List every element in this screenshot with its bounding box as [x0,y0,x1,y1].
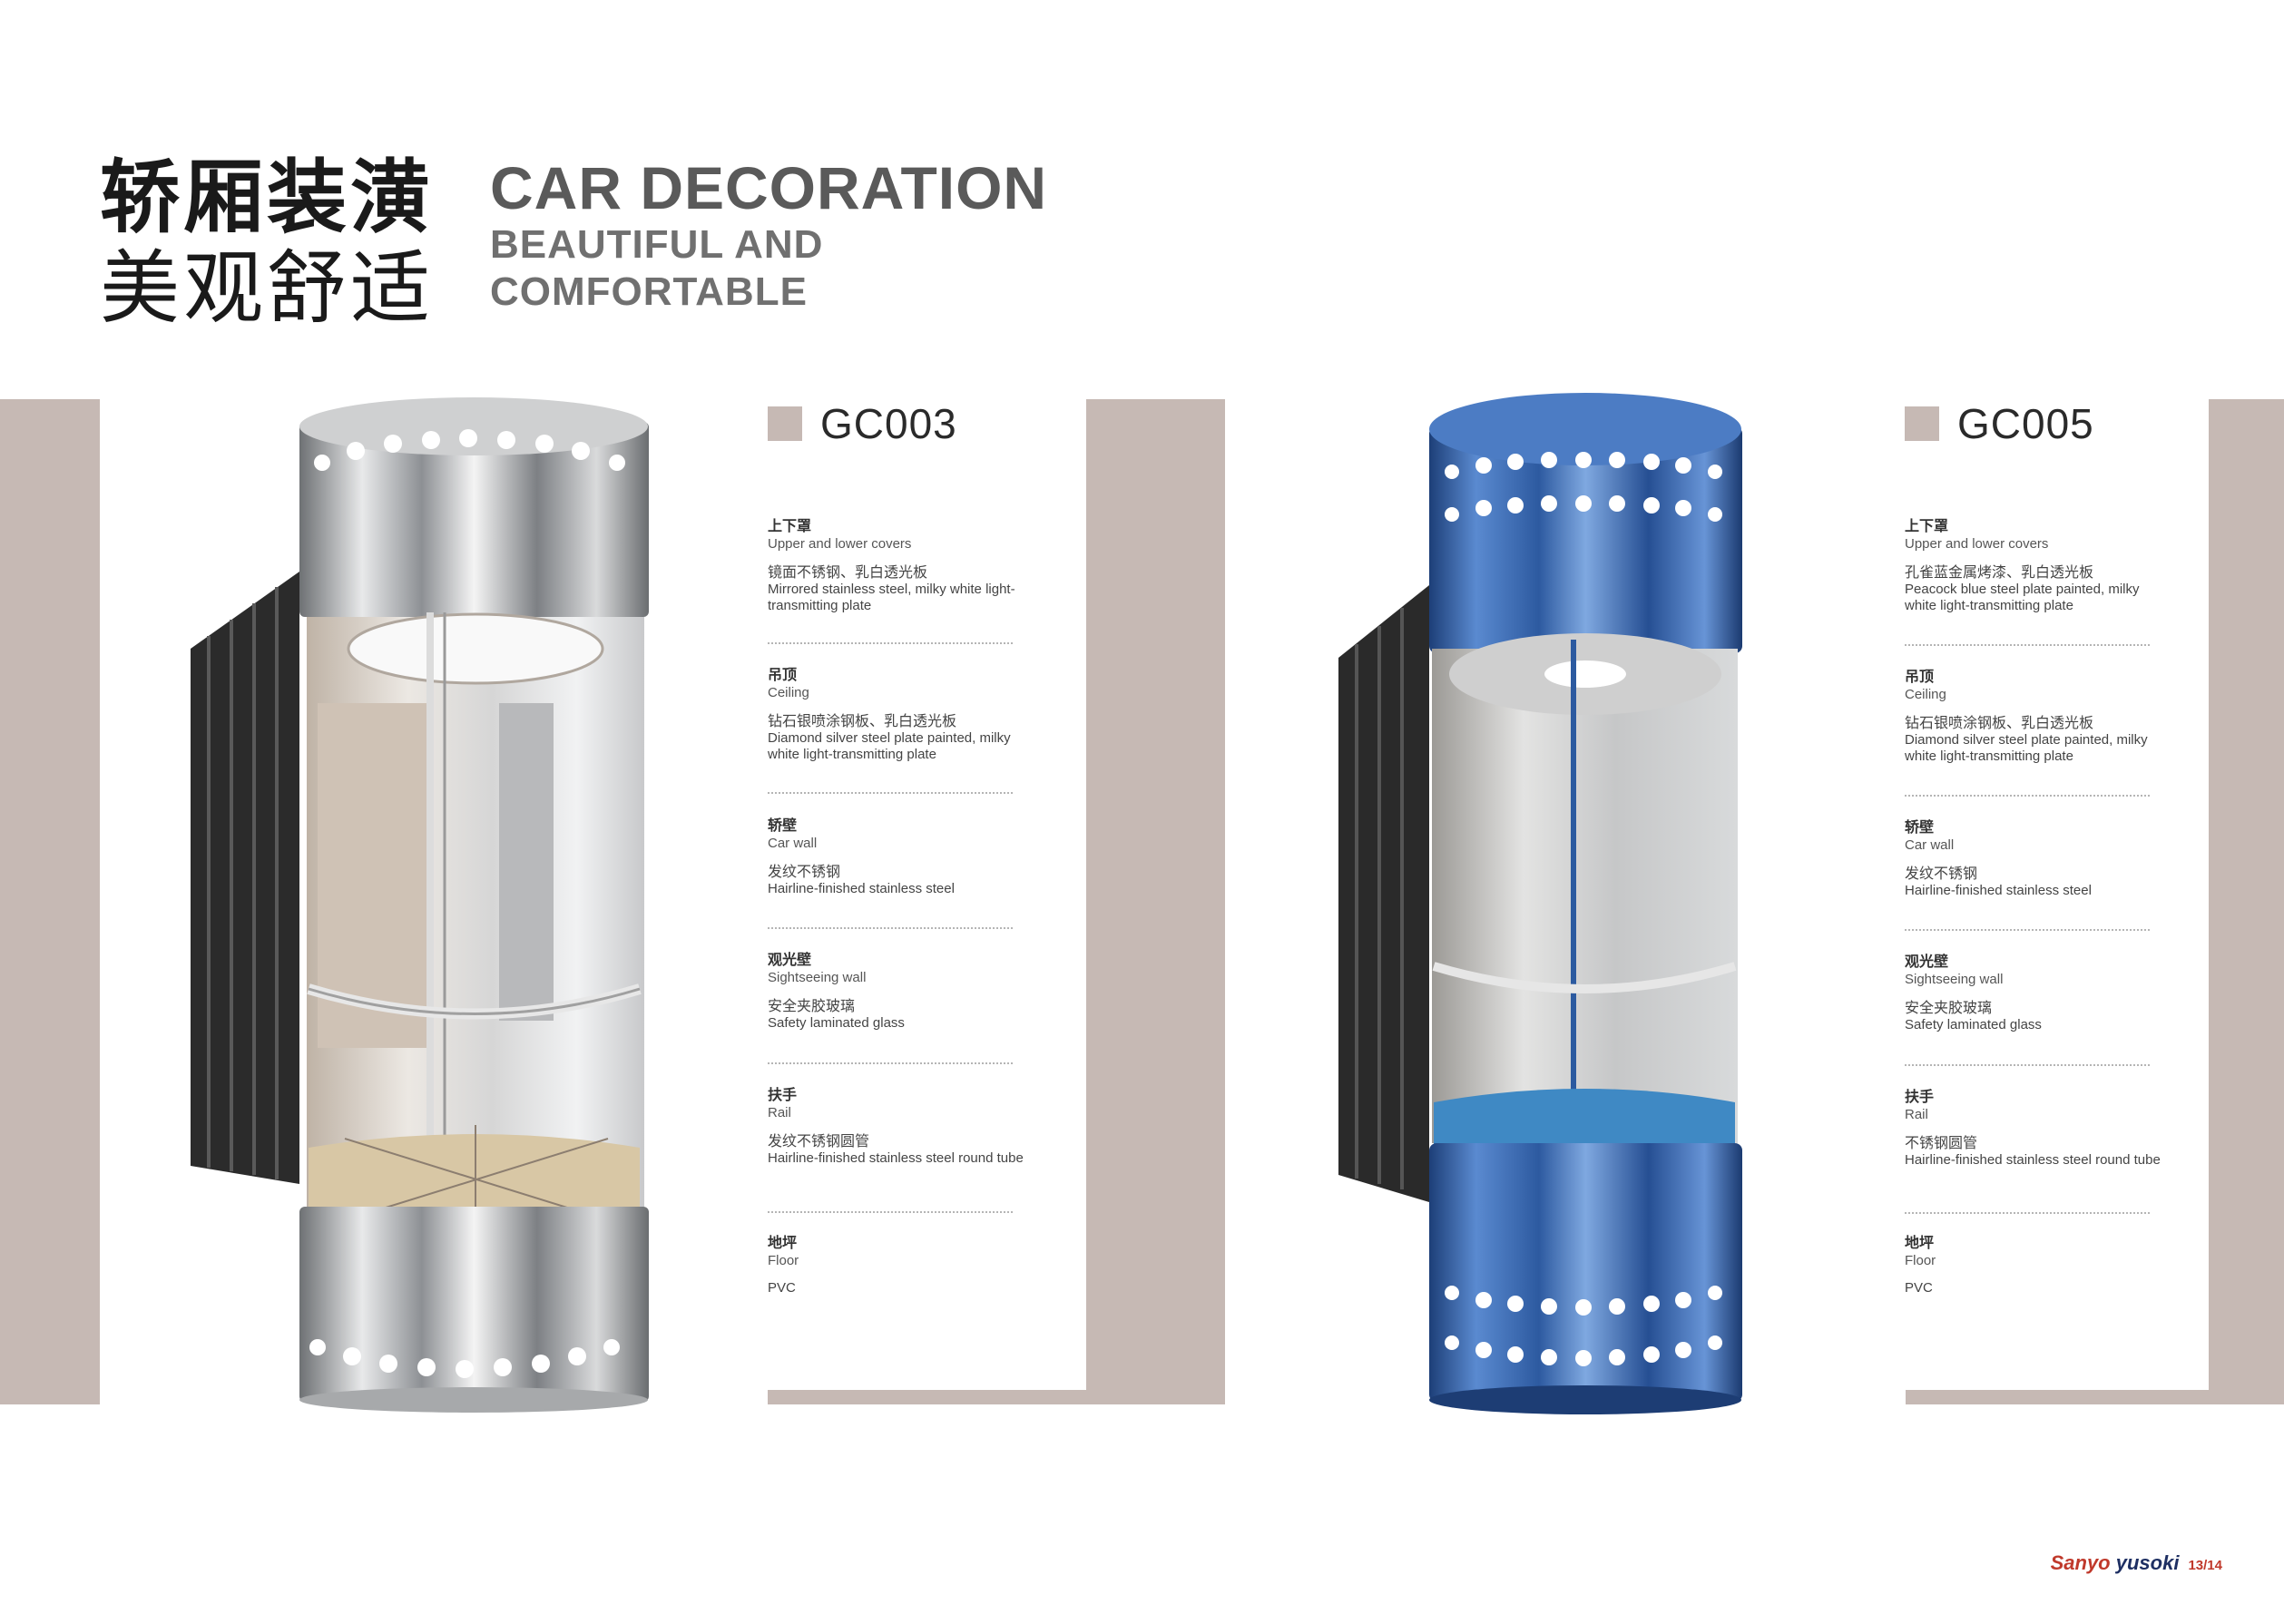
spec-label-cn: 上下罩 [1905,517,1949,534]
page-number: 13/14 [2188,1558,2222,1573]
divider [1905,795,2150,797]
spec-value-cn: 镜面不锈钢、乳白透光板 [768,563,928,581]
spec-upper-lower-covers: 上下罩 Upper and lower covers 孔雀蓝金属烤漆、乳白透光板… [1905,517,2177,614]
english-title-line2: BEAUTIFUL AND [490,222,824,267]
gc005-upper-cover [1429,426,1742,653]
chinese-title-line2: 美观舒适 [100,241,435,335]
spec-car-wall: 轿壁 Car wall 发纹不锈钢 Hairline-finished stai… [1905,818,2177,899]
spec-label-cn: 轿壁 [1905,818,1935,836]
english-title: CAR DECORATION BEAUTIFUL AND COMFORTABLE [490,154,1047,316]
divider [1905,644,2150,646]
gc003-lower-cover [299,1207,649,1402]
spec-label-cn: 轿壁 [768,817,798,834]
spec-sightseeing-wall: 观光壁 Sightseeing wall 安全夹胶玻璃 Safety lamin… [768,951,1040,1032]
spec-value-cn: 钻石银喷涂钢板、乳白透光板 [768,712,957,729]
spec-value-cn: 不锈钢圆管 [1905,1134,1978,1151]
model-code-marker [768,406,802,441]
english-title-line1: CAR DECORATION [490,154,1048,221]
spec-value-en: PVC [1905,1280,1933,1296]
spec-value-en: Hairline-finished stainless steel round … [768,1150,1024,1166]
spec-sightseeing-wall: 观光壁 Sightseeing wall 安全夹胶玻璃 Safety lamin… [1905,953,2177,1033]
spec-value-cn: 钻石银喷涂钢板、乳白透光板 [1905,714,2094,731]
english-title-line3: COMFORTABLE [490,269,808,314]
spec-label-cn: 观光壁 [768,951,812,968]
spec-value-en: Safety laminated glass [768,1015,905,1031]
divider [768,642,1013,644]
spec-label-en: Upper and lower covers [768,536,912,552]
spec-value-cn: 发纹不锈钢 [768,863,841,880]
spec-label-cn: 地坪 [768,1234,798,1251]
spec-label-en: Car wall [768,836,818,851]
gc003-spec-panel: GC003 上下罩 Upper and lower covers 镜面不锈钢、乳… [768,399,1040,1388]
spec-label-cn: 吊顶 [1905,668,1935,685]
spec-label-en: Rail [1905,1107,1928,1122]
model-code-text: GC003 [820,400,957,447]
spec-rail: 扶手 Rail 发纹不锈钢圆管 Hairline-finished stainl… [768,1086,1040,1167]
spec-value-en: Safety laminated glass [1905,1017,2042,1032]
spec-label-cn: 扶手 [768,1086,798,1103]
spec-floor: 地坪 Floor PVC [768,1234,1040,1296]
spec-value-cn: 孔雀蓝金属烤漆、乳白透光板 [1905,563,2094,581]
gc005-right-band [2209,399,2284,1404]
spec-label-cn: 吊顶 [768,666,798,683]
brand-logo-part2: yusoki [2115,1551,2180,1574]
spec-car-wall: 轿壁 Car wall 发纹不锈钢 Hairline-finished stai… [768,817,1040,897]
spec-label-en: Floor [1905,1253,1936,1268]
chinese-title-line1: 轿厢装潢 [100,151,435,244]
spec-value-cn: 安全夹胶玻璃 [768,997,856,1014]
gc005-lower-cover [1429,1143,1742,1402]
spec-label-cn: 上下罩 [768,517,812,534]
spec-upper-lower-covers: 上下罩 Upper and lower covers 镜面不锈钢、乳白透光板 M… [768,517,1040,614]
spec-value-cn: 发纹不锈钢 [1905,865,1978,882]
brand-logo: Sanyo yusoki [2051,1551,2180,1575]
divider [1905,929,2150,931]
gc005-model-code: GC005 [1905,399,2177,448]
divider [768,1062,1013,1064]
spec-label-cn: 观光壁 [1905,953,1949,970]
spec-ceiling: 吊顶 Ceiling 钻石银喷涂钢板、乳白透光板 Diamond silver … [1905,668,2177,765]
spec-value-en: Peacock blue steel plate painted, milky … [1905,582,2140,613]
divider [1905,1064,2150,1066]
gc005-spec-panel: GC005 上下罩 Upper and lower covers 孔雀蓝金属烤漆… [1905,399,2177,1388]
divider [768,1211,1013,1213]
spec-value-cn: 发纹不锈钢圆管 [768,1132,870,1150]
spec-label-en: Rail [768,1105,791,1120]
spec-label-en: Car wall [1905,837,1955,853]
spec-value-en: PVC [768,1280,796,1296]
gc005-elevator-illustration [1338,393,1742,1414]
spec-label-en: Ceiling [768,685,809,700]
spec-value-en: Diamond silver steel plate painted, milk… [768,730,1011,762]
chinese-title: 轿厢装潢 美观舒适 [100,152,434,334]
spec-value-en: Hairline-finished stainless steel [768,881,955,896]
gc003-model-code: GC003 [768,399,1040,448]
divider [1905,1212,2150,1214]
spec-ceiling: 吊顶 Ceiling 钻石银喷涂钢板、乳白透光板 Diamond silver … [768,666,1040,763]
spec-label-cn: 地坪 [1905,1234,1935,1251]
divider [768,927,1013,929]
spec-label-en: Sightseeing wall [1905,972,2004,987]
spec-floor: 地坪 Floor PVC [1905,1234,2177,1296]
spec-value-en: Diamond silver steel plate painted, milk… [1905,732,2148,764]
divider [768,792,1013,794]
brand-logo-part1: Sanyo [2050,1551,2111,1574]
footer-brand: Sanyo yusoki 13/14 [2051,1551,2222,1575]
gc005-bottom-band [1906,1390,2284,1404]
gc003-bottom-band [768,1390,1225,1404]
spec-rail: 扶手 Rail 不锈钢圆管 Hairline-finished stainles… [1905,1088,2177,1169]
gc003-elevator-illustration [191,397,649,1413]
spec-label-en: Upper and lower covers [1905,536,2049,552]
spec-label-en: Floor [768,1253,799,1268]
spec-value-en: Hairline-finished stainless steel [1905,883,2092,898]
spec-value-en: Mirrored stainless steel, milky white li… [768,582,1015,613]
model-code-marker [1905,406,1939,441]
spec-value-cn: 安全夹胶玻璃 [1905,999,1993,1016]
left-side-band [0,399,100,1404]
gc003-right-band [1086,399,1225,1404]
spec-value-en: Hairline-finished stainless steel round … [1905,1152,2161,1168]
gc003-upper-cover [299,422,649,617]
model-code-text: GC005 [1957,400,2094,447]
spec-label-en: Ceiling [1905,687,1946,702]
spec-label-en: Sightseeing wall [768,970,867,985]
spec-label-cn: 扶手 [1905,1088,1935,1105]
